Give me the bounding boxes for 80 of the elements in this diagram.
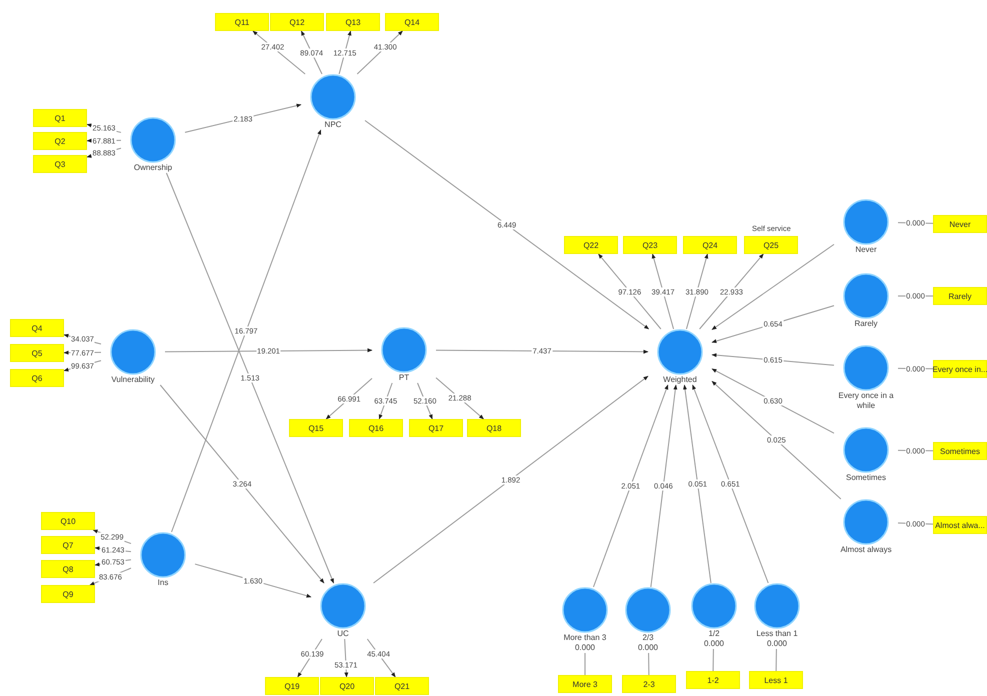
construct-label: Sometimes <box>846 473 886 483</box>
indicator-box: More 3 <box>558 675 612 693</box>
path-arrow <box>160 384 324 584</box>
path-arrow <box>650 384 678 588</box>
indicator-box: Q21 <box>375 677 429 695</box>
connector-line <box>712 648 714 672</box>
indicator-box: Q17 <box>409 419 463 437</box>
construct-label: Ownership <box>134 163 172 173</box>
path-arrow <box>692 384 769 584</box>
indicator-box: Q9 <box>41 585 95 603</box>
indicator-box: Q18 <box>467 419 521 437</box>
connector-line <box>648 652 650 676</box>
indicator-box: Q8 <box>41 560 95 578</box>
indicator-box: Almost alwa... <box>933 516 987 534</box>
indicator-box: Q15 <box>289 419 343 437</box>
indicator-box: Q1 <box>33 109 87 127</box>
path-arrow <box>712 368 834 434</box>
indicator-box: Q10 <box>41 512 95 530</box>
construct-label: 2/3 <box>642 633 654 643</box>
path-arrow <box>184 104 302 133</box>
path-arrow <box>699 254 764 330</box>
indicator-box: Q13 <box>326 13 380 31</box>
indicator-box: Q5 <box>10 344 64 362</box>
path-arrow <box>166 172 334 584</box>
indicator-box: Q11 <box>215 13 269 31</box>
connector-line <box>584 652 586 676</box>
construct-label: 0.000 <box>574 643 596 653</box>
construct-label: More than 3 <box>564 633 606 643</box>
indicator-box: Rarely <box>933 287 987 305</box>
path-arrow <box>652 254 674 330</box>
indicator-box: Q16 <box>349 419 403 437</box>
path-arrow <box>712 353 834 366</box>
construct-label: Almost always <box>840 545 892 555</box>
indicator-box: Never <box>933 215 987 233</box>
indicator-box: Q6 <box>10 369 64 387</box>
indicator-box: Every once in... <box>933 360 987 378</box>
construct-label: 0.000 <box>704 639 724 649</box>
path-arrow <box>683 384 712 584</box>
construct-label: NPC <box>324 120 342 130</box>
indicator-box: Q12 <box>270 13 324 31</box>
construct-label: Vulnerability <box>111 375 155 385</box>
connector-line <box>776 648 777 672</box>
construct-label: Every once in a while <box>837 391 895 411</box>
construct-label: Weighted <box>663 375 697 385</box>
path-arrow <box>171 130 322 532</box>
construct-label: PT <box>398 373 410 383</box>
path-arrow <box>712 305 834 343</box>
path-arrow <box>373 376 648 584</box>
indicator-box: 2-3 <box>622 675 676 693</box>
path-arrow <box>712 380 842 500</box>
construct-label: 0.000 <box>638 643 658 653</box>
indicator-box: Q22 <box>564 236 618 254</box>
construct-label: Rarely <box>854 319 878 329</box>
path-arrow <box>712 244 834 330</box>
path-arrow <box>164 348 372 352</box>
indicator-box: Q3 <box>33 155 87 173</box>
indicator-box: 1-2 <box>686 671 740 689</box>
indicator-box: Less 1 <box>749 671 803 689</box>
indicator-box: Q7 <box>41 536 95 554</box>
indicator-box: Q25 <box>744 236 798 254</box>
indicator-box: Q19 <box>265 677 319 695</box>
construct-label: 1/2 <box>708 629 720 639</box>
path-arrow <box>592 384 668 588</box>
path-arrow <box>364 120 650 330</box>
indicator-box: Q2 <box>33 132 87 150</box>
indicator-box: Q14 <box>385 13 439 31</box>
construct-label: UC <box>337 629 349 639</box>
path-arrow <box>436 350 648 354</box>
path-arrow <box>194 564 312 598</box>
indicator-box: Q4 <box>10 319 64 337</box>
indicator-box: Sometimes <box>933 442 987 460</box>
indicator-box: Q23 <box>623 236 677 254</box>
construct-label: 0.000 <box>766 639 788 649</box>
construct-label: Less than 1 <box>756 629 798 639</box>
indicator-box: Q24 <box>683 236 737 254</box>
construct-label: Never <box>855 245 877 255</box>
path-arrow <box>598 254 662 330</box>
construct-label: Ins <box>158 578 168 588</box>
path-arrow <box>686 254 708 330</box>
indicator-box: Q20 <box>320 677 374 695</box>
